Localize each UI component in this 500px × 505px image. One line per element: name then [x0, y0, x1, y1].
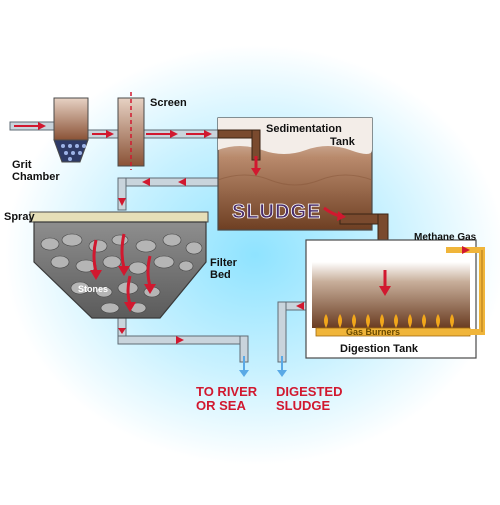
filter-bed-label-line2: Bed [210, 269, 231, 281]
methane-gas-label: Methane Gas [414, 232, 477, 243]
sedimentation-to-filter-pipe-vertical [117, 177, 127, 211]
filter-bed-label-line1: Filter [210, 257, 238, 269]
sedimentation-tank-label-line2: Tank [330, 136, 356, 148]
digestion-tank-label: Digestion Tank [340, 343, 419, 355]
sludge-label: SLUDGE [232, 201, 321, 223]
filter-bed [33, 221, 207, 319]
sedimentation-tank-label-line1: Sedimentation [266, 123, 342, 135]
to-river-label-line1: TO RIVER [196, 384, 258, 399]
burner-flames [324, 314, 454, 328]
output-streams [243, 356, 283, 372]
gas-burners-label: Gas Burners [346, 327, 400, 337]
spray-label: Spray [4, 211, 35, 223]
digested-outflow-arrow [277, 370, 287, 377]
grit-chamber-label-line1: Grit [12, 159, 32, 171]
grit-chamber [53, 97, 89, 163]
grit-chamber-label-line2: Chamber [12, 171, 60, 183]
river-outflow-arrow [239, 370, 249, 377]
stones-label: Stones [78, 284, 108, 294]
to-river-label-line2: OR SEA [196, 398, 246, 413]
digested-sludge-label-line2: SLUDGE [276, 398, 331, 413]
flow-arrows [14, 122, 470, 344]
screen-unit [117, 92, 145, 170]
digestion-tank [305, 239, 485, 359]
digested-outflow-pipe-down [277, 301, 287, 363]
digested-sludge-label-line1: DIGESTED [276, 384, 342, 399]
screen-label: Screen [150, 97, 187, 109]
sedimentation-to-filter-pipe-horizontal [117, 177, 221, 187]
